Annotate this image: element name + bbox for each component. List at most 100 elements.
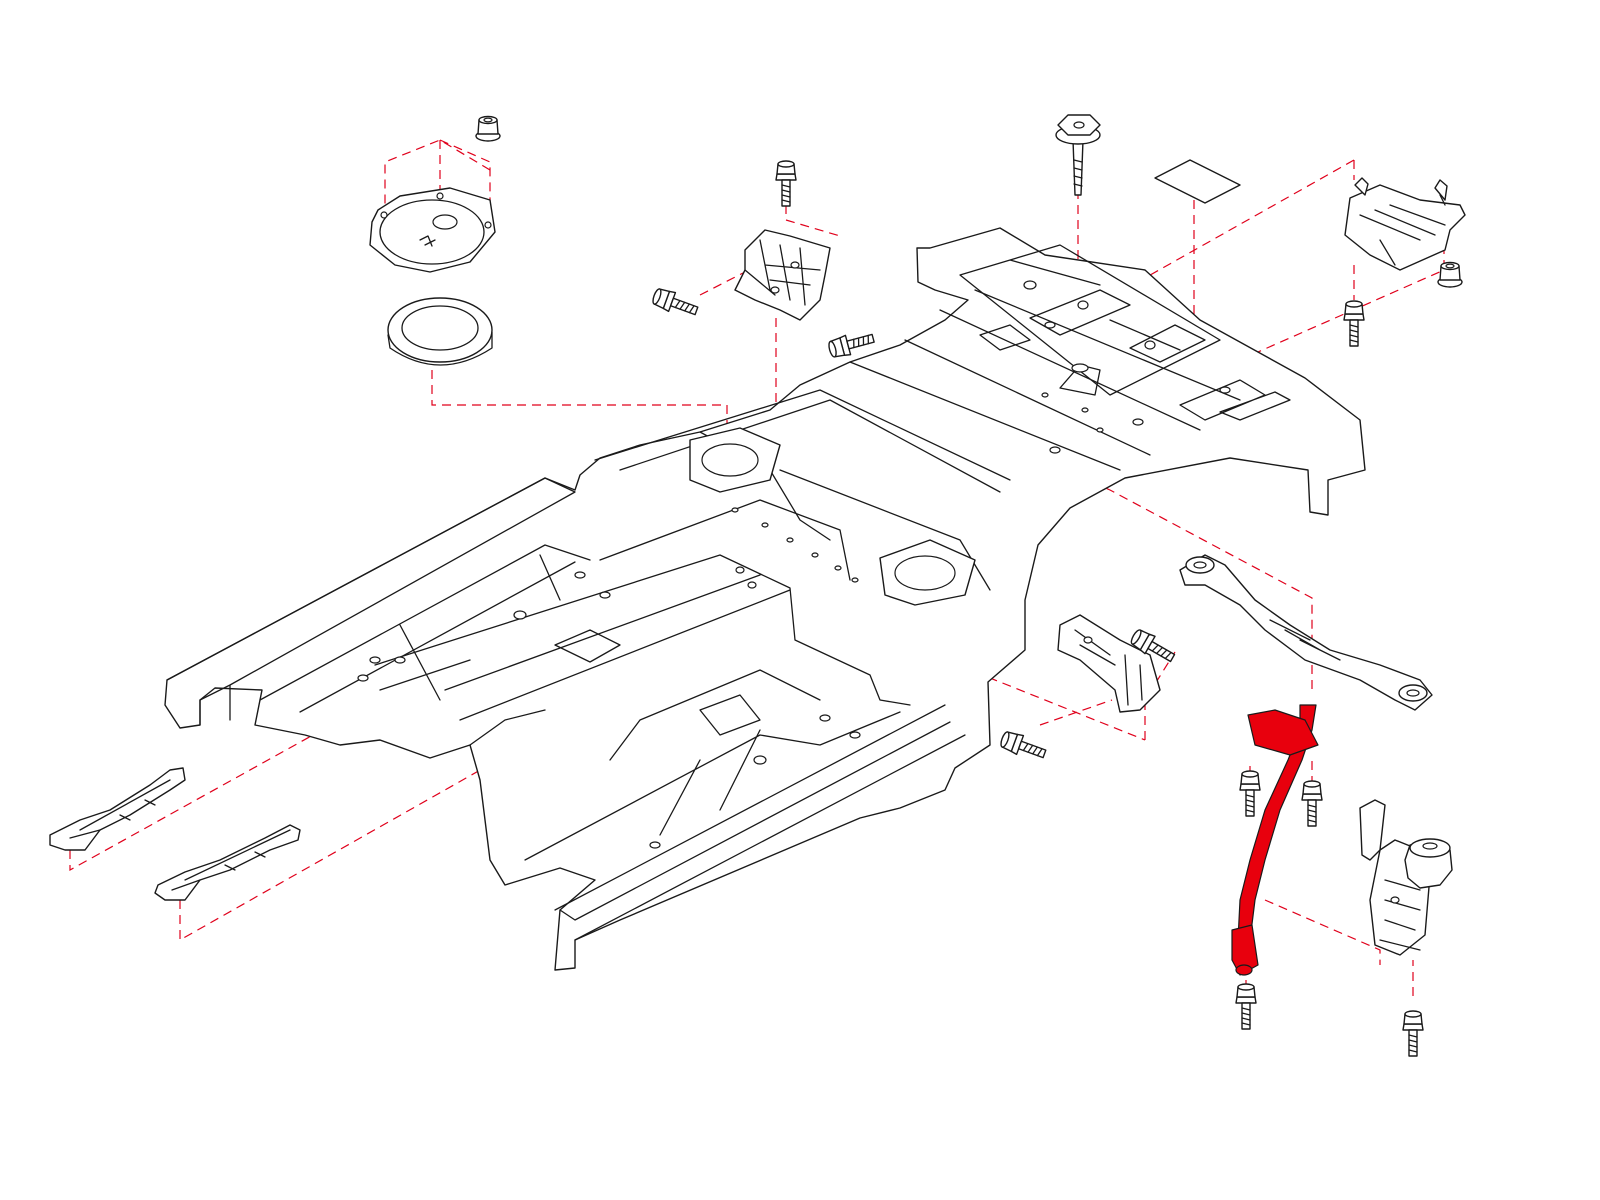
floor-holes <box>357 280 1231 849</box>
floor-hole <box>649 841 661 849</box>
leader-line <box>949 159 1355 389</box>
center-tunnel <box>374 554 911 746</box>
bracket-body <box>1344 184 1466 271</box>
arm-bushing-hole <box>1406 689 1420 697</box>
nut-top-right <box>1437 261 1463 288</box>
seal-ring-edge <box>387 331 493 366</box>
engine-mount <box>1359 799 1453 956</box>
floor-hole <box>1023 280 1037 290</box>
leader-line <box>1264 899 1381 965</box>
cross-member <box>849 289 1241 471</box>
cross-member <box>524 669 901 861</box>
floor-plate <box>554 629 621 663</box>
leader-line <box>785 205 841 237</box>
bolt-top-right <box>1343 300 1365 347</box>
cover-plate-hole <box>484 221 492 229</box>
mount-ribs <box>1379 879 1421 951</box>
bolt-mid-2 <box>998 728 1049 764</box>
arm-bushing-hole <box>1193 561 1207 569</box>
bracket-hole <box>1083 636 1093 644</box>
floor-hole <box>761 522 769 528</box>
rear-floor-pockets <box>1029 289 1291 421</box>
floor-hole <box>513 610 527 620</box>
rear-floor-panel <box>959 244 1221 396</box>
tunnel-ridge <box>599 469 991 591</box>
bracket-tab <box>1434 179 1448 201</box>
floor-pan <box>164 227 1366 971</box>
cover-plate-hole <box>380 211 388 219</box>
floor-pan-outline <box>164 227 1366 971</box>
wing-bolt-threads <box>1073 159 1083 187</box>
seal-ring-outer <box>387 297 493 363</box>
rear-crossmember <box>1179 554 1433 711</box>
leader-line <box>1144 651 1176 740</box>
leader-line <box>699 271 746 296</box>
floor-hole <box>851 577 859 583</box>
center-boss-hole <box>1071 363 1089 373</box>
floor-hole <box>747 581 757 589</box>
rail-ribs <box>171 829 291 891</box>
brace-end-ring <box>1235 964 1253 976</box>
bolt-mount <box>1402 1010 1424 1057</box>
bracket-body <box>734 229 831 321</box>
rail-front-right <box>154 824 301 901</box>
floor-hole <box>819 714 831 722</box>
floor-hole <box>811 552 819 558</box>
floor-hole <box>731 507 739 513</box>
arm-ribs <box>1269 619 1341 661</box>
left-wheel-well-opening <box>701 443 759 477</box>
cover-plate-hole <box>436 192 444 200</box>
floor-hole <box>786 537 794 543</box>
cover-plate-cap <box>432 214 458 230</box>
floor-hole <box>849 731 861 739</box>
cover-plate-rim <box>379 199 485 265</box>
cover-plate-logo <box>419 235 436 247</box>
bolt-center-right <box>826 327 877 361</box>
cross-member <box>259 544 591 713</box>
floor-hole <box>1132 418 1144 426</box>
bracket-hole <box>790 261 800 269</box>
bracket-ribs <box>1359 194 1446 266</box>
bolt-brace-2 <box>1301 780 1323 827</box>
right-wheel-well-opening <box>894 555 956 591</box>
floor-pocket <box>699 694 761 736</box>
leader-line <box>1039 699 1113 726</box>
cover-plate <box>369 187 496 273</box>
rail-ribs <box>69 779 171 839</box>
highlighted-brace <box>1231 704 1319 976</box>
rail-body <box>154 824 301 901</box>
floor-hole <box>753 755 767 765</box>
floor-hole <box>574 571 586 579</box>
floor-hole <box>834 565 842 571</box>
floor-hole <box>1044 321 1056 329</box>
bolt-center-top <box>775 160 797 207</box>
floor-hole <box>1144 340 1156 350</box>
bracket-top-right <box>1344 177 1466 271</box>
label-plate <box>1154 159 1241 204</box>
bracket-mid-right <box>1057 614 1161 713</box>
nut-top-left <box>475 115 501 142</box>
bracket-body <box>1057 614 1161 713</box>
wing-bolt-center <box>1073 121 1085 129</box>
left-sill <box>166 477 576 726</box>
bracket-ribs <box>1074 629 1143 706</box>
bolt-brace-1 <box>1239 770 1261 817</box>
rail-front-left <box>49 767 186 851</box>
rear-slot <box>979 324 1031 351</box>
mount-hole <box>1390 896 1400 904</box>
floor-hole <box>1049 446 1061 454</box>
floor-hole <box>1077 300 1089 310</box>
bolt-center-left <box>650 285 701 321</box>
floor-hole <box>394 656 406 664</box>
floor-hole <box>1096 427 1104 433</box>
tie-down-bolt <box>1055 114 1101 196</box>
bracket-center <box>734 229 831 321</box>
arm-body <box>1179 554 1433 711</box>
spare-tire-cover <box>369 187 496 273</box>
center-boss <box>1059 364 1101 396</box>
brace-plate <box>1247 709 1319 756</box>
mount-isolator-hole <box>1422 842 1438 850</box>
floor-hole <box>1219 386 1231 394</box>
floor-hole <box>599 591 611 599</box>
